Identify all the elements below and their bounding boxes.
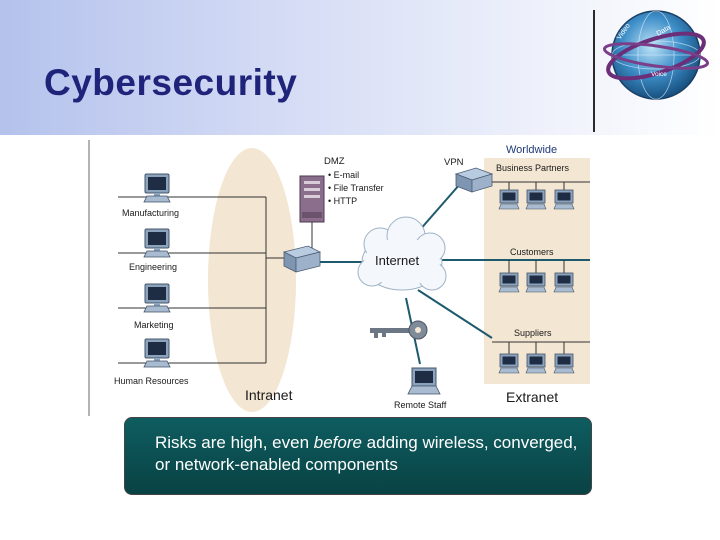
host-icon-human-resources (143, 338, 171, 368)
host-label-marketing: Marketing (134, 320, 174, 330)
key-icon (370, 320, 428, 340)
header-band (0, 0, 720, 135)
header-divider (593, 10, 595, 132)
supplier-pc-icon (553, 353, 575, 374)
callout-text-before: Risks are high, even (155, 433, 314, 452)
internet-cloud-icon (357, 216, 447, 291)
remote-staff-label: Remote Staff (394, 400, 447, 410)
link-internet-suppliers (417, 289, 493, 339)
customer-pc-icon (553, 272, 575, 293)
host-label-engineering: Engineering (129, 262, 177, 272)
partner-pc-icon (553, 189, 575, 210)
remote-laptop-icon (407, 367, 441, 395)
group-label-suppliers: Suppliers (514, 328, 552, 338)
dmz-service-http: • HTTP (328, 196, 357, 206)
host-label-manufacturing: Manufacturing (122, 208, 179, 218)
globe-logo: Video Data Voice (602, 10, 710, 100)
host-icon-engineering (143, 228, 171, 258)
callout-text-emphasis: before (313, 433, 362, 452)
worldwide-label: Worldwide (506, 144, 557, 156)
host-label-human-resources: Human Resources (114, 376, 189, 386)
internet-label: Internet (375, 253, 419, 268)
dmz-label: DMZ (324, 156, 345, 167)
intranet-label: Intranet (245, 387, 293, 403)
intranet-zone (208, 148, 296, 412)
partner-pc-icon (498, 189, 520, 210)
link-internet-vpn (417, 183, 461, 233)
supplier-pc-icon (498, 353, 520, 374)
network-diagram: Manufacturing Engineering Marketing Huma… (88, 140, 590, 416)
vpn-label: VPN (444, 157, 464, 168)
extranet-label: Extranet (506, 389, 558, 405)
firewall-icon (282, 245, 322, 273)
customer-pc-icon (525, 272, 547, 293)
customer-pc-icon (498, 272, 520, 293)
supplier-pc-icon (525, 353, 547, 374)
vpn-device-icon (454, 167, 494, 193)
callout-text-after: adding wireless, converged, or network-e… (155, 433, 578, 474)
dmz-service-file-transfer: • File Transfer (328, 183, 384, 193)
dmz-service-email: • E-mail (328, 170, 359, 180)
group-label-customers: Customers (510, 247, 554, 257)
partner-pc-icon (525, 189, 547, 210)
logo-label-voice: Voice (651, 71, 667, 78)
host-icon-manufacturing (143, 173, 171, 203)
dmz-server-icon (299, 175, 325, 223)
slide-title: Cybersecurity (44, 62, 298, 103)
risk-callout: Risks are high, even before adding wirel… (124, 417, 592, 495)
host-icon-marketing (143, 283, 171, 313)
group-label-business-partners: Business Partners (496, 163, 570, 173)
orbit-ring (606, 31, 706, 81)
